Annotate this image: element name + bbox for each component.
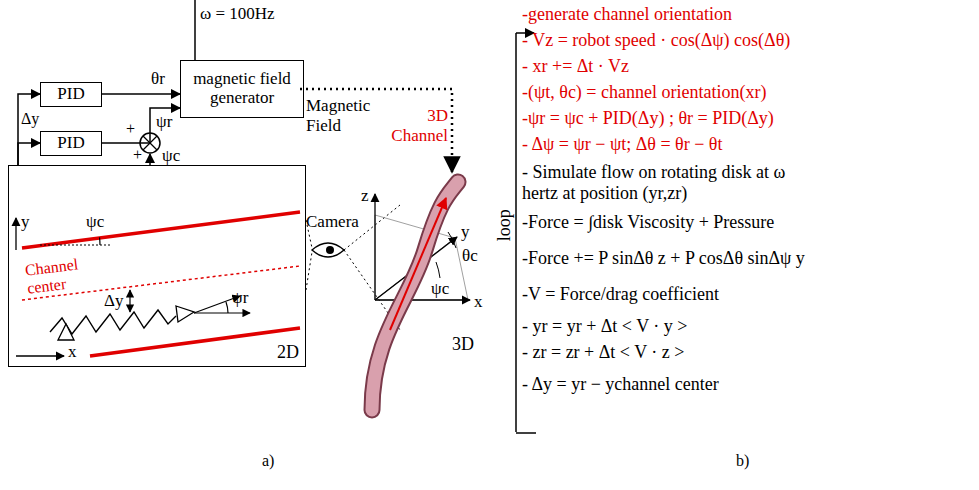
label: Camera: [306, 212, 359, 232]
algorithm-step: - xr += Δt · Vz: [522, 56, 629, 77]
label: b): [736, 452, 749, 470]
label: ψc: [162, 146, 180, 166]
x-axis: [16, 355, 64, 356]
label: ψc: [431, 279, 449, 299]
y-axis: [15, 218, 16, 250]
magnetic-field-arrow: [300, 89, 452, 172]
reference-arrow: [194, 312, 250, 313]
controller-box: PID: [40, 82, 102, 107]
algorithm-step: - Δψ = ψr − ψt; Δθ = θr − θt: [522, 134, 722, 155]
algorithm-step: - yr = yr + Δt < V · y >: [522, 316, 688, 337]
label: ω = 100Hz: [200, 4, 275, 24]
angle-arc: [448, 232, 456, 248]
algorithm-step: -Force += P sinΔθ z + P cosΔθ sinΔψ y: [522, 248, 805, 269]
view-line: [306, 252, 312, 290]
signal-label: θr: [150, 70, 166, 89]
node-text: PID: [53, 85, 88, 104]
algorithm-step: -V = Force/drag coefficient: [522, 284, 719, 305]
channel-wall: [90, 328, 300, 356]
signal-connector: [18, 143, 40, 165]
label: Δy: [104, 291, 123, 311]
label: a): [262, 452, 274, 470]
label: 3D Channel: [378, 106, 448, 145]
angle-arc: [99, 237, 101, 245]
label: x: [68, 342, 77, 362]
reference-line: [40, 245, 112, 246]
camera-pupil: [326, 246, 334, 254]
robot-triangle: [176, 306, 194, 322]
label: +: [133, 146, 142, 164]
channel-direction: [390, 198, 446, 330]
channel-wall: [22, 212, 300, 248]
signal-label: ψr: [155, 113, 173, 132]
z-axis: [374, 194, 375, 300]
loop-bracket: [515, 33, 517, 432]
generator-box: magnetic field generator: [180, 60, 304, 118]
camera-eye: [312, 243, 344, 257]
label: y: [21, 212, 30, 232]
loop-bracket: [516, 432, 536, 434]
label: ψc: [86, 212, 104, 232]
label: z: [361, 186, 369, 206]
algorithm-step: -Force = ∫disk Viscosity + Pressure: [522, 212, 774, 233]
channel-tube: [372, 182, 458, 410]
channel-tube-outline: [372, 182, 458, 410]
label: x: [474, 292, 483, 312]
algorithm-step: - Δy = yr − ychannel center: [522, 374, 719, 395]
label: loop: [494, 209, 515, 241]
angle-arc: [436, 262, 440, 278]
label: Δy: [21, 110, 39, 128]
omega-line: [194, 0, 196, 60]
angle-arc: [226, 302, 228, 313]
label: Channel center: [24, 254, 90, 298]
label: θc: [462, 246, 478, 266]
algorithm-step: - zr = zr + Δt < V · z >: [522, 342, 684, 363]
algorithm-step: - Simulate flow on rotating disk at ω he…: [522, 162, 822, 203]
algorithm-step: -generate channel orientation: [522, 4, 732, 25]
label: +: [126, 120, 135, 138]
node-text: 2D: [277, 343, 299, 363]
signal-connector: [102, 108, 180, 143]
algorithm-step: -ψr = ψc + PID(Δy) ; θr = PID(Δy): [522, 108, 774, 129]
psi-c-line: [149, 154, 151, 165]
signal-connector: [102, 93, 180, 95]
node-text: magnetic field generator: [181, 70, 303, 107]
label: 3D: [452, 334, 474, 355]
label: y: [461, 222, 470, 242]
signal-connector: [18, 94, 40, 165]
algorithm-step: - Vz = robot speed · cos(Δψ) cos(Δθ): [522, 30, 790, 51]
x-axis: [375, 299, 470, 300]
node-text: PID: [53, 134, 88, 153]
delta-y-arrow: [129, 290, 130, 312]
algorithm-step: -(ψt, θc) = channel orientation(xr): [522, 82, 766, 103]
robot-triangle: [58, 324, 74, 340]
label: Magnetic Field: [306, 96, 378, 135]
label: ψr: [232, 288, 248, 308]
controller-box: PID: [40, 131, 102, 156]
